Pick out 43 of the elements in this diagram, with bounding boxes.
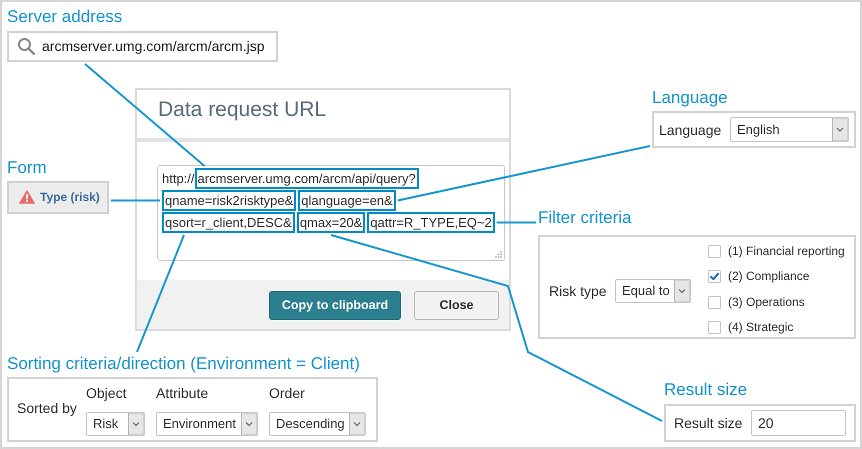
leader-line [397, 145, 650, 202]
dialog-panel [135, 88, 511, 331]
highlighted-url-part: qname=risk2risktype& [162, 190, 296, 211]
section-heading: Result size [664, 380, 748, 400]
checkbox-label: (1) Financial reporting [728, 244, 845, 259]
checkbox-label: (2) Compliance [728, 269, 810, 284]
column-label: Order [269, 385, 305, 401]
section-heading: Language [652, 88, 728, 108]
checkbox-label: (3) Operations [728, 295, 805, 310]
dropdown-select: Environment [156, 412, 258, 436]
leader-line [111, 200, 160, 202]
highlighted-url-part: arcmserver.umg.com/arcm/api/query? [194, 168, 419, 189]
dropdown-select: Risk [86, 412, 145, 436]
leader-line [136, 234, 185, 352]
field-label: Sorted by [17, 400, 77, 416]
leader-line [84, 63, 206, 167]
highlighted-url-part: qsort=r_client,DESC& [162, 212, 295, 233]
leader-line [496, 222, 536, 224]
close-button: Close [414, 291, 499, 320]
dropdown-select: English [730, 117, 849, 142]
section-heading: Form [7, 158, 47, 178]
column-label: Attribute [156, 385, 208, 401]
copy-button: Copy to clipboard [269, 291, 401, 320]
dropdown-select: Equal to [615, 279, 691, 303]
highlighted-url-part: qmax=20& [296, 212, 366, 233]
url-text: http:// [162, 171, 195, 186]
url-textarea [157, 165, 505, 261]
dialog-title: Data request URL [158, 98, 326, 122]
section-heading: Sorting criteria/direction (Environment = Client) [7, 354, 360, 374]
input-field: 20 [751, 410, 846, 436]
section-heading: Filter criteria [538, 208, 632, 228]
field-label: Language [659, 122, 722, 138]
field-label: Result size [674, 415, 742, 431]
field-label: Risk type [549, 283, 607, 299]
highlighted-url-part: qlanguage=en& [298, 190, 396, 211]
leader-line [330, 234, 662, 422]
checkbox-label: (4) Strategic [728, 320, 794, 335]
column-label: Object [86, 385, 126, 401]
highlighted-url-part: qattr=R_TYPE,EQ~2 [367, 212, 495, 233]
form-tab: Type (risk) [7, 181, 109, 214]
section-heading: Server address [7, 7, 122, 27]
search-field: arcmserver.umg.com/arcm/arcm.jsp [7, 31, 278, 62]
dropdown-select: Descending [269, 412, 366, 436]
